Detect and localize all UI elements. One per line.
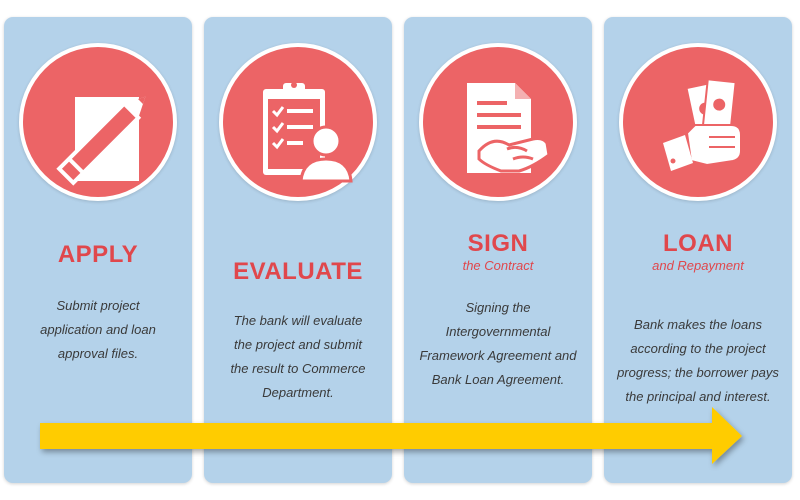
description-line: The bank will evaluate — [233, 313, 363, 328]
step-circle — [219, 43, 377, 201]
description-line: Submit project — [56, 298, 140, 313]
step-title: APPLY — [57, 241, 139, 268]
description-line: progress; the borrower pays — [617, 365, 779, 380]
step-panel-sign: SIGN the Contract Signing the Intergover… — [404, 17, 592, 483]
description-line: approval files. — [57, 346, 139, 361]
description-line: the project and submit — [234, 337, 362, 352]
step-description: The bank will evaluate the project and s… — [210, 309, 386, 405]
description-line: the result to Commerce — [230, 361, 366, 376]
step-description: Submit project application and loan appr… — [10, 294, 186, 366]
step-panel-loan: LOAN and Repayment Bank makes the loans … — [604, 17, 792, 483]
pencil-paper-icon — [56, 96, 146, 186]
step-description: Bank makes the loans according to the pr… — [610, 313, 786, 409]
description-line: Bank Loan Agreement. — [431, 372, 565, 387]
step-circle — [419, 43, 577, 201]
hand-money-icon — [663, 78, 742, 171]
step-subtitle: and Repayment — [652, 258, 744, 273]
description-line: according to the project — [630, 341, 766, 356]
step-title: SIGN — [467, 230, 529, 257]
description-line: Bank makes the loans — [634, 317, 762, 332]
description-line: Department. — [262, 385, 334, 400]
contract-handshake-icon — [467, 83, 551, 173]
description-line: the principal and interest. — [625, 389, 771, 404]
clipboard-person-icon — [263, 82, 353, 183]
step-circle — [619, 43, 777, 201]
description-line: Framework Agreement and — [419, 348, 577, 363]
description-line: Intergovernmental — [445, 324, 551, 339]
step-title: LOAN — [663, 230, 733, 257]
description-line: application and loan — [40, 322, 156, 337]
step-circle — [19, 43, 177, 201]
step-panel-apply: APPLY Submit project application and loa… — [4, 17, 192, 483]
step-title: EVALUATE — [233, 258, 363, 285]
description-line: Signing the — [465, 300, 531, 315]
step-description: Signing the Intergovernmental Framework … — [410, 296, 586, 392]
step-panel-evaluate: EVALUATE The bank will evaluate the proj… — [204, 17, 392, 483]
step-subtitle: the Contract — [462, 258, 534, 273]
